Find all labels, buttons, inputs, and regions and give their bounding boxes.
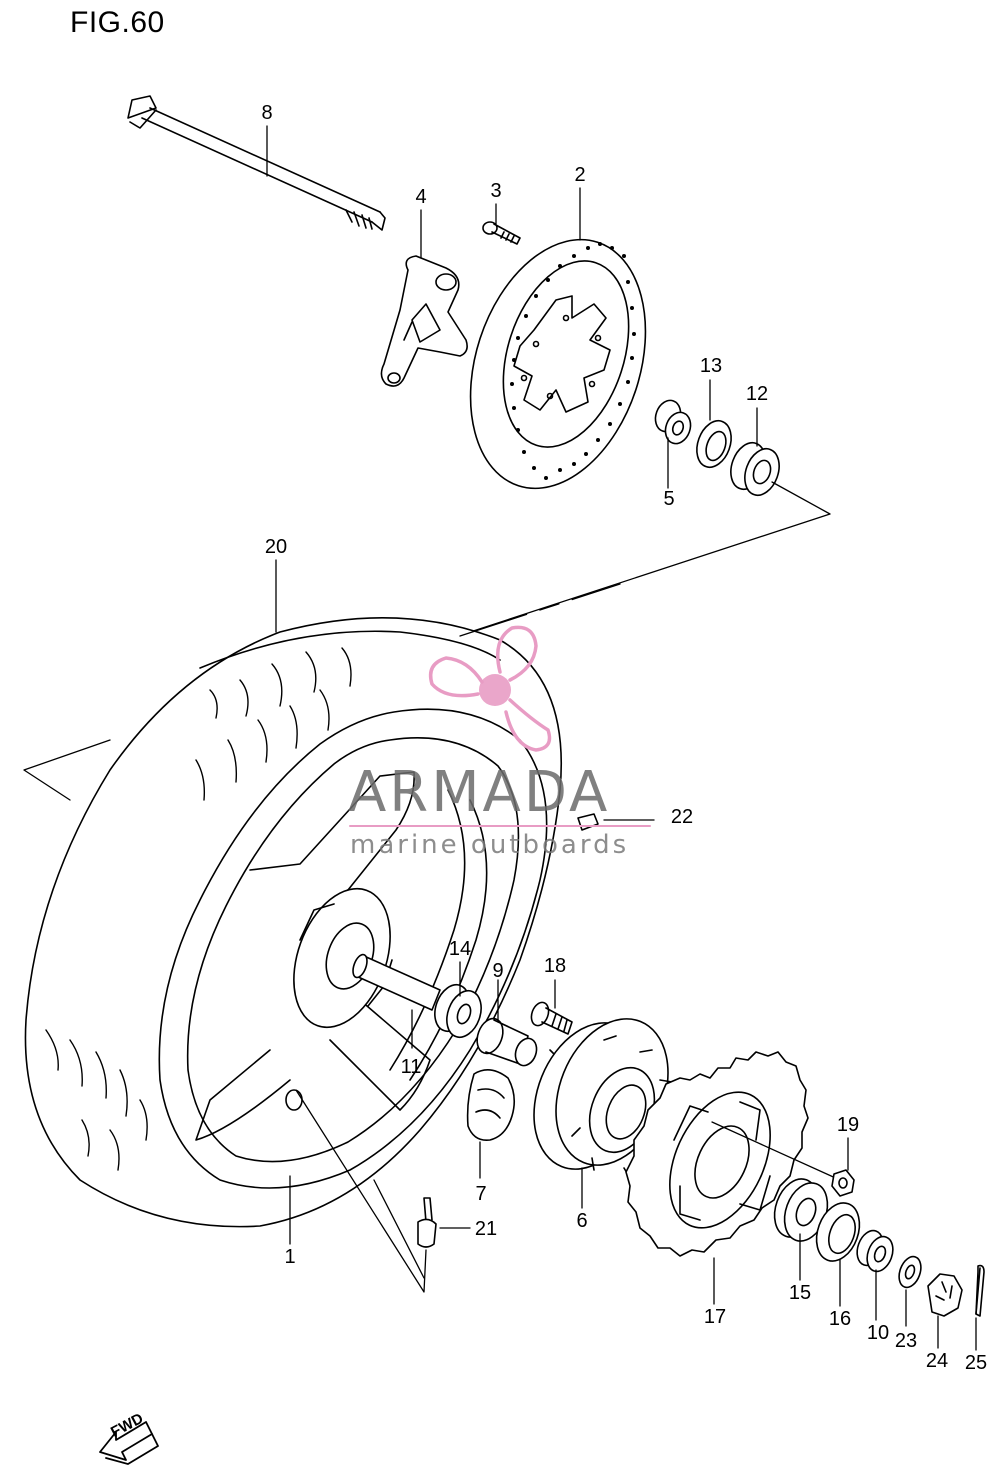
callout-10[interactable]: 10 [866, 1322, 890, 1344]
sprocket-part-17[interactable] [625, 1051, 809, 1257]
watermark-brand-name: ARMADA [348, 760, 611, 825]
callout-9[interactable]: 9 [492, 960, 504, 982]
callout-1[interactable]: 1 [284, 1246, 296, 1268]
fwd-arrow-icon [99, 1421, 159, 1465]
bolt-part-3[interactable] [482, 221, 521, 245]
callout-7[interactable]: 7 [475, 1183, 487, 1205]
castle-nut-part-24[interactable] [927, 1273, 963, 1317]
callout-5[interactable]: 5 [663, 488, 675, 510]
sprocket-guide-line [711, 1121, 841, 1181]
watermark-logo-icon [349, 625, 651, 827]
washer-part-23[interactable] [895, 1254, 925, 1291]
callout-8[interactable]: 8 [261, 102, 273, 124]
bearing-part-15[interactable] [767, 1173, 835, 1247]
oil-seal-part-16[interactable] [809, 1197, 867, 1267]
rear-wheel-assembly[interactable] [23, 616, 563, 1228]
sprocket-drum-part-6[interactable] [513, 1002, 688, 1186]
callout-leader-lines [266, 125, 977, 1351]
callout-25[interactable]: 25 [964, 1352, 988, 1374]
watermark-tagline: marine outboards [350, 830, 630, 860]
figure-title: FIG.60 [70, 6, 165, 39]
callout-2[interactable]: 2 [574, 164, 586, 186]
brake-disc-part-2[interactable] [440, 217, 675, 511]
callout-4[interactable]: 4 [415, 186, 427, 208]
callout-15[interactable]: 15 [788, 1282, 812, 1304]
valve-guide-line [295, 1089, 427, 1293]
callout-16[interactable]: 16 [828, 1308, 852, 1330]
cotter-pin-part-25[interactable] [975, 1264, 985, 1317]
callout-22[interactable]: 22 [670, 806, 694, 828]
spacer-part-9[interactable] [473, 1015, 541, 1069]
callout-23[interactable]: 23 [894, 1330, 918, 1352]
cushion-part-7[interactable] [466, 1069, 516, 1142]
callout-11[interactable]: 11 [400, 1056, 422, 1078]
center-spacer-part-11[interactable] [350, 953, 441, 1011]
oil-seal-part-13[interactable] [691, 416, 737, 472]
axle-center-line [459, 583, 621, 637]
callout-19[interactable]: 19 [836, 1114, 860, 1136]
callout-20[interactable]: 20 [264, 536, 288, 558]
callout-13[interactable]: 13 [699, 355, 723, 377]
callout-18[interactable]: 18 [543, 955, 567, 977]
callout-14[interactable]: 14 [448, 938, 472, 960]
bolt-part-18[interactable] [528, 1000, 573, 1065]
callout-21[interactable]: 21 [474, 1218, 498, 1240]
bearing-part-14[interactable] [429, 980, 487, 1042]
callout-12[interactable]: 12 [745, 383, 769, 405]
callout-6[interactable]: 6 [576, 1210, 588, 1232]
assembly-guide-line [457, 481, 831, 637]
callout-17[interactable]: 17 [703, 1306, 727, 1328]
nut-part-19[interactable] [831, 1169, 855, 1197]
callout-3[interactable]: 3 [490, 180, 502, 202]
axle-part-8[interactable] [127, 95, 386, 231]
spacer-part-5[interactable] [651, 397, 694, 447]
bearing-part-12[interactable] [725, 438, 785, 500]
torque-arm-part-4[interactable] [380, 255, 468, 387]
spacer-part-10[interactable] [853, 1227, 898, 1275]
callout-24[interactable]: 24 [925, 1350, 949, 1372]
valve-part-21[interactable] [417, 1197, 437, 1248]
